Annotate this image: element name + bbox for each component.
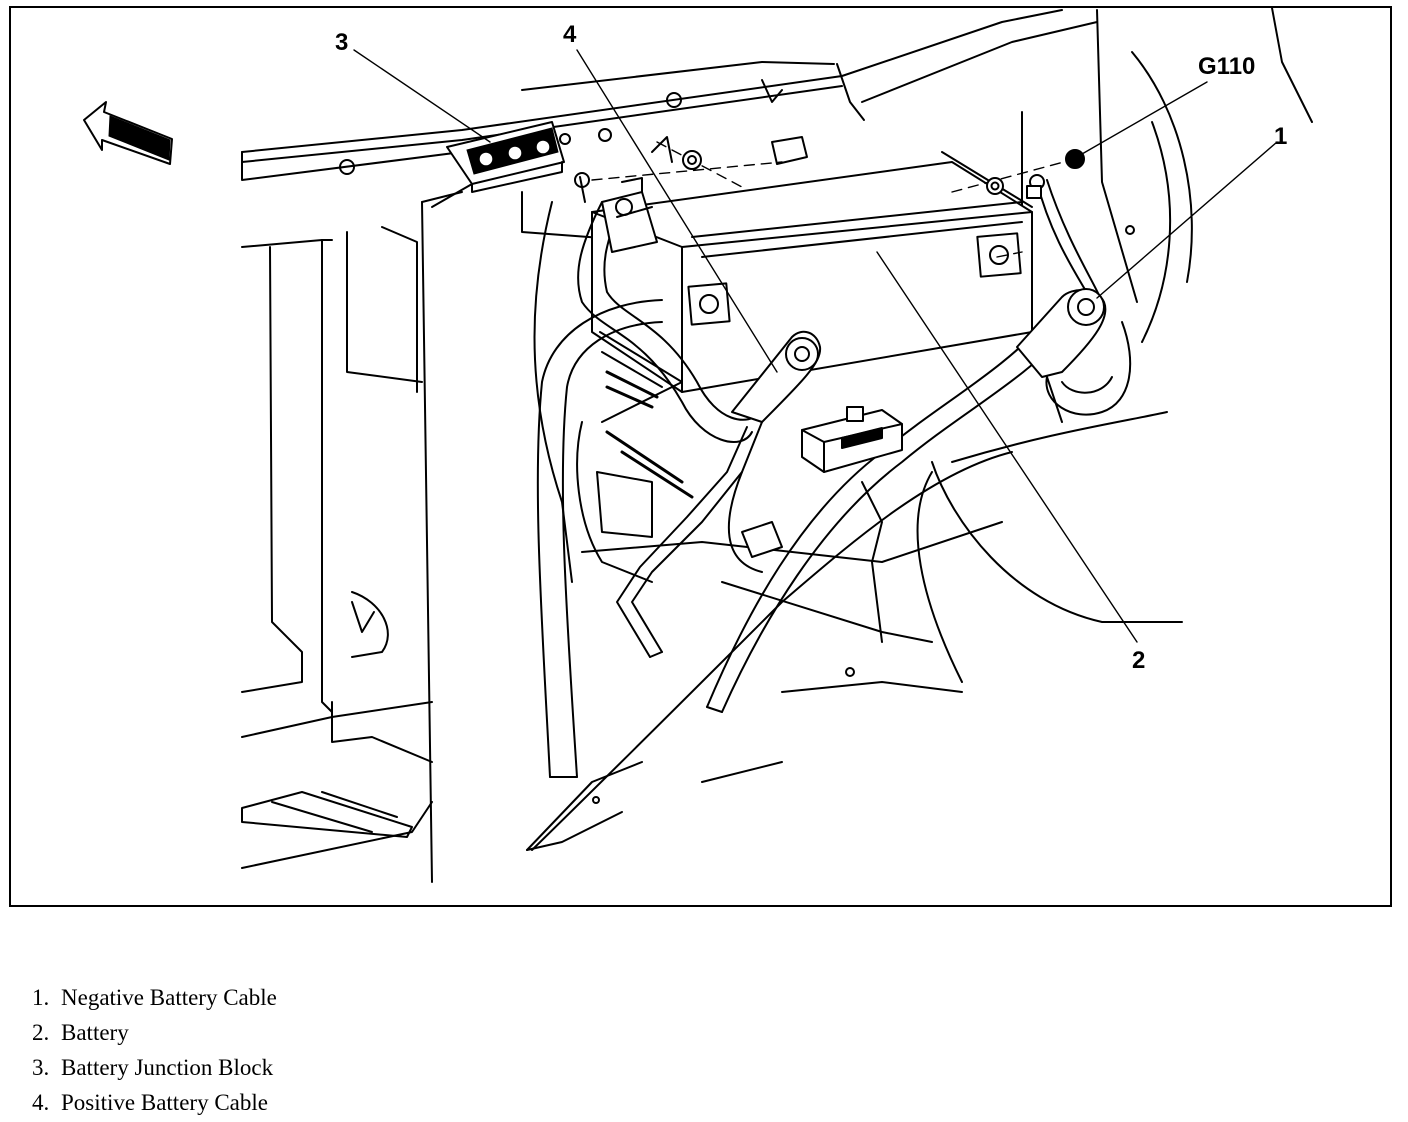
legend-item: 2. Battery xyxy=(32,1015,277,1050)
component-legend: 1. Negative Battery Cable 2. Battery 3. Bat… xyxy=(32,980,277,1120)
battery-junction-block xyxy=(431,121,565,208)
legend-item: 4. Positive Battery Cable xyxy=(32,1085,277,1120)
diagram-frame: 3 4 G110 1 2 xyxy=(9,6,1392,907)
front-direction-arrow-icon xyxy=(83,101,173,165)
callout-4-label: 4 xyxy=(563,21,577,48)
ground-g110-label: G110 xyxy=(1198,53,1255,80)
callout-3-label: 3 xyxy=(335,29,348,56)
legend-item-number: 4. xyxy=(32,1090,50,1115)
callout-1-label: 1 xyxy=(1274,123,1287,150)
relay-module xyxy=(801,406,903,473)
legend-item-text: Positive Battery Cable xyxy=(61,1090,268,1115)
fastener-guide-lines xyxy=(591,141,1076,258)
negative-battery-cable xyxy=(1016,149,1132,416)
battery-location-illustration: 3 4 G110 1 2 xyxy=(83,8,1313,883)
legend-item: 3. Battery Junction Block xyxy=(32,1050,277,1085)
legend-item: 1. Negative Battery Cable xyxy=(32,980,277,1015)
fastener-studs xyxy=(621,79,1004,195)
battery-tray xyxy=(526,201,1183,851)
callout-leader-lines xyxy=(353,49,1278,643)
cowl-structure xyxy=(241,8,1313,423)
legend-item-text: Negative Battery Cable xyxy=(61,985,277,1010)
legend-item-number: 1. xyxy=(32,985,50,1010)
fender-liner xyxy=(531,299,1073,851)
callout-2-label: 2 xyxy=(1132,647,1145,674)
battery xyxy=(591,151,1033,499)
left-panel-structure xyxy=(241,191,603,883)
positive-battery-cable xyxy=(574,172,822,658)
legend-item-text: Battery xyxy=(61,1020,129,1045)
legend-item-number: 3. xyxy=(32,1055,50,1080)
legend-item-text: Battery Junction Block xyxy=(61,1055,274,1080)
legend-item-number: 2. xyxy=(32,1020,50,1045)
